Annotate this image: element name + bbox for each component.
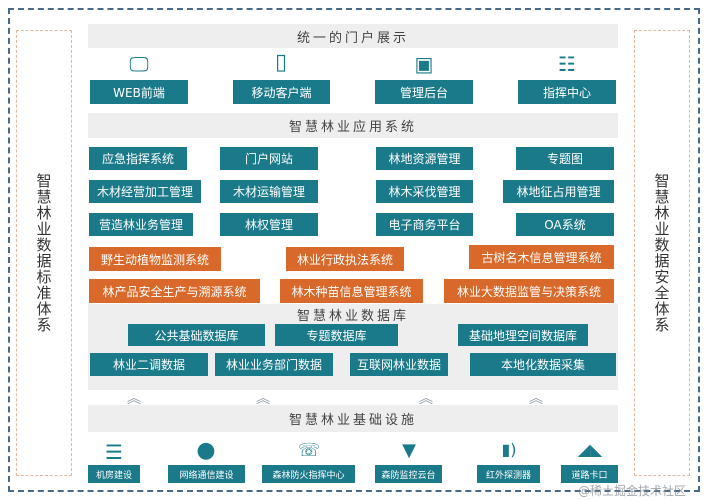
up-arrow-icon: ︽	[127, 391, 141, 407]
watermark: @稀土掘金技术社区	[578, 484, 687, 498]
app-item: OA系统	[516, 213, 614, 236]
app-item: 林权管理	[220, 213, 318, 236]
display-icon: ▣	[414, 52, 434, 76]
db-item: 公共基础数据库	[128, 324, 265, 346]
db-item: 林业二调数据	[90, 353, 208, 376]
infra-item: 红外探测器	[477, 465, 540, 483]
app-item: 专题图	[516, 147, 614, 170]
app-item-orange: 野生动植物监测系统	[89, 247, 221, 271]
up-arrow-icon: ︽	[419, 391, 433, 407]
db-item: 专题数据库	[275, 324, 398, 346]
web-frontend: WEB前端	[90, 80, 188, 104]
app-item: 林木采伐管理	[376, 180, 473, 203]
infra-item: 森林防火指挥中心	[262, 465, 355, 483]
app-item: 应急指挥系统	[89, 147, 187, 170]
admin-backend: 管理后台	[375, 80, 473, 104]
infra-item: 道路卡口	[561, 465, 618, 483]
sos-icon: ☏	[297, 440, 321, 461]
server-icon: ☰	[105, 440, 123, 464]
app-item: 林地资源管理	[376, 147, 473, 170]
app-item-orange: 林业行政执法系统	[286, 247, 404, 271]
monitor-icon: 🖵	[129, 52, 149, 76]
app-item-orange: 林产品安全生产与溯源系统	[89, 279, 260, 303]
phone-icon: ▯	[274, 50, 288, 75]
infra-item: 森防监控云台	[375, 465, 442, 483]
camera-icon: ▼	[402, 440, 416, 461]
up-arrow-icon: ︽	[256, 391, 270, 407]
app-item: 电子商务平台	[376, 213, 473, 236]
outer-frame	[8, 8, 700, 492]
command-center: 指挥中心	[518, 80, 616, 104]
db-item: 互联网林业数据	[350, 353, 448, 376]
db-item: 基础地理空间数据库	[458, 324, 588, 346]
app-item: 营造林业务管理	[89, 213, 193, 236]
infra-banner: 智慧林业基础设施	[88, 405, 618, 432]
app-item-orange: 林木种苗信息管理系统	[280, 279, 423, 303]
sensor-icon: ▮)	[501, 440, 517, 459]
standards-system-panel: 智慧林业数据标准体系	[16, 30, 72, 476]
app-item-orange: 林业大数据监管与决策系统	[444, 279, 614, 303]
mobile-client: 移动客户端	[233, 80, 330, 104]
apps-banner: 智慧林业应用系统	[88, 113, 618, 138]
security-system-panel: 智慧林业数据安全体系	[634, 30, 690, 476]
portal-banner: 统一的门户展示	[88, 24, 618, 48]
globe-icon: ●	[196, 438, 216, 463]
db-item: 本地化数据采集	[470, 353, 616, 376]
infra-item: 机房建设	[88, 465, 140, 483]
db-item: 林业业务部门数据	[215, 353, 333, 376]
infra-item: 网络通信建设	[168, 465, 245, 483]
app-item: 门户网站	[220, 147, 318, 170]
road-camera-icon: ◢◣	[577, 440, 603, 459]
standards-label: 智慧林业数据标准体系	[34, 173, 53, 333]
dashboard-icon: ☷	[558, 52, 576, 76]
app-item: 林地征占用管理	[503, 180, 614, 203]
app-item: 木材运输管理	[220, 180, 318, 203]
database-banner: 智慧林业数据库	[296, 308, 409, 324]
security-label: 智慧林业数据安全体系	[652, 173, 671, 333]
up-arrow-icon: ︽	[529, 391, 543, 407]
app-item: 木材经营加工管理	[89, 180, 201, 203]
app-item-orange: 古树名木信息管理系统	[469, 245, 614, 269]
